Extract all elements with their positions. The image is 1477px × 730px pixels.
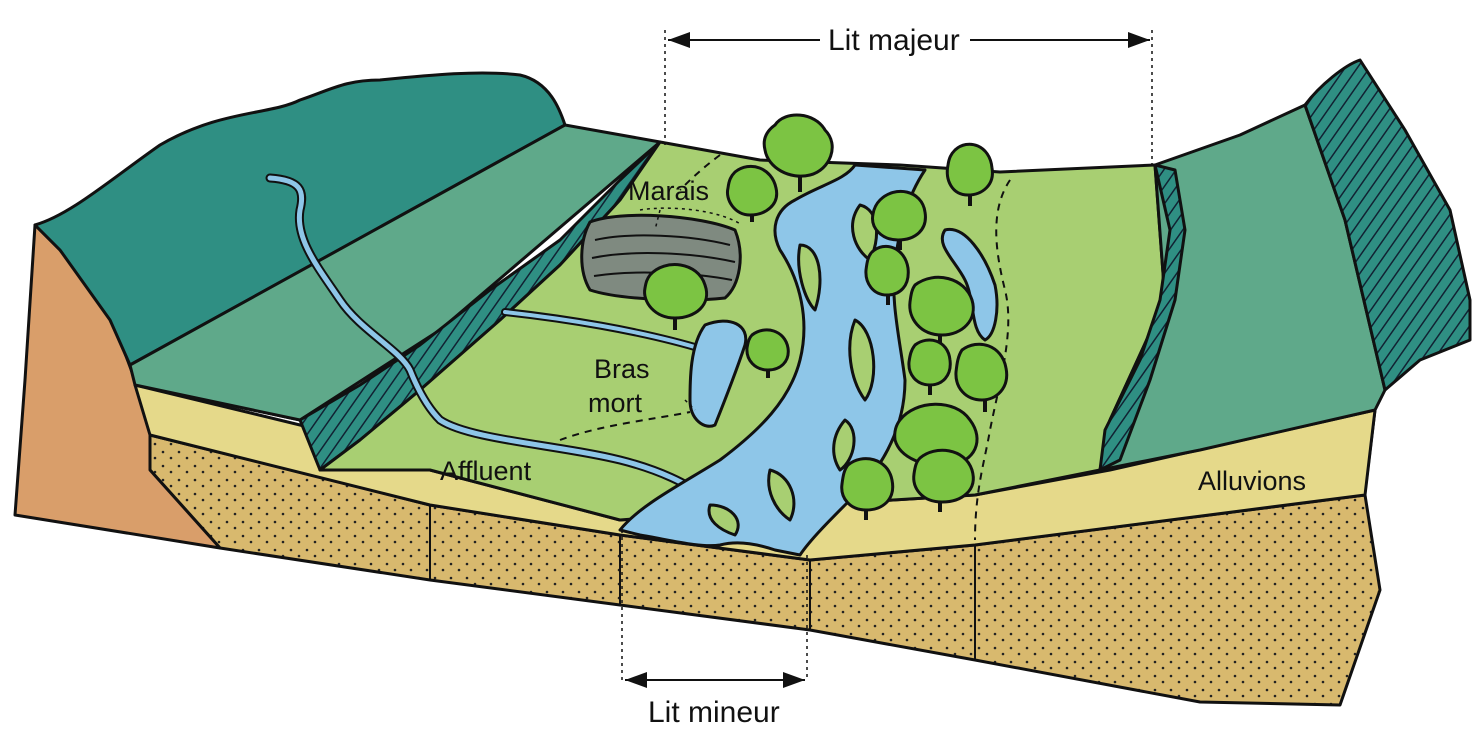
label-affluent: Affluent xyxy=(440,456,532,486)
label-lit-mineur: Lit mineur xyxy=(648,696,780,729)
label-bras-line2: mort xyxy=(588,388,642,418)
label-alluvions: Alluvions xyxy=(1198,466,1306,496)
label-bras-line1: Bras xyxy=(594,354,650,384)
label-marais: Marais xyxy=(628,176,709,206)
label-lit-majeur: Lit majeur xyxy=(828,24,960,57)
